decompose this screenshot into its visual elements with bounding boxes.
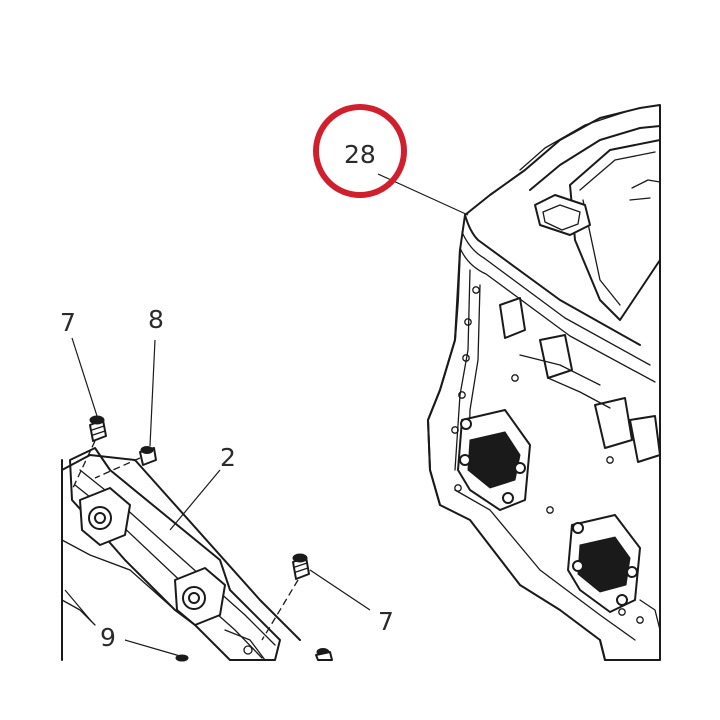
highlight-circle	[313, 104, 407, 198]
callout-8: 8	[148, 305, 164, 334]
top-case	[427, 104, 661, 661]
callout-28: 28	[344, 140, 376, 169]
callout-2: 2	[220, 443, 236, 472]
screw-7-top	[71, 415, 107, 491]
leader-lines	[64, 173, 469, 657]
screw-7-bottom	[261, 553, 310, 641]
callout-7-bottom: 7	[378, 607, 394, 636]
callout-9: 9	[100, 623, 116, 652]
screw-8	[94, 446, 157, 479]
callout-7-top: 7	[60, 308, 76, 337]
screw-9-lower	[175, 648, 333, 662]
bracket-rail	[61, 447, 301, 661]
